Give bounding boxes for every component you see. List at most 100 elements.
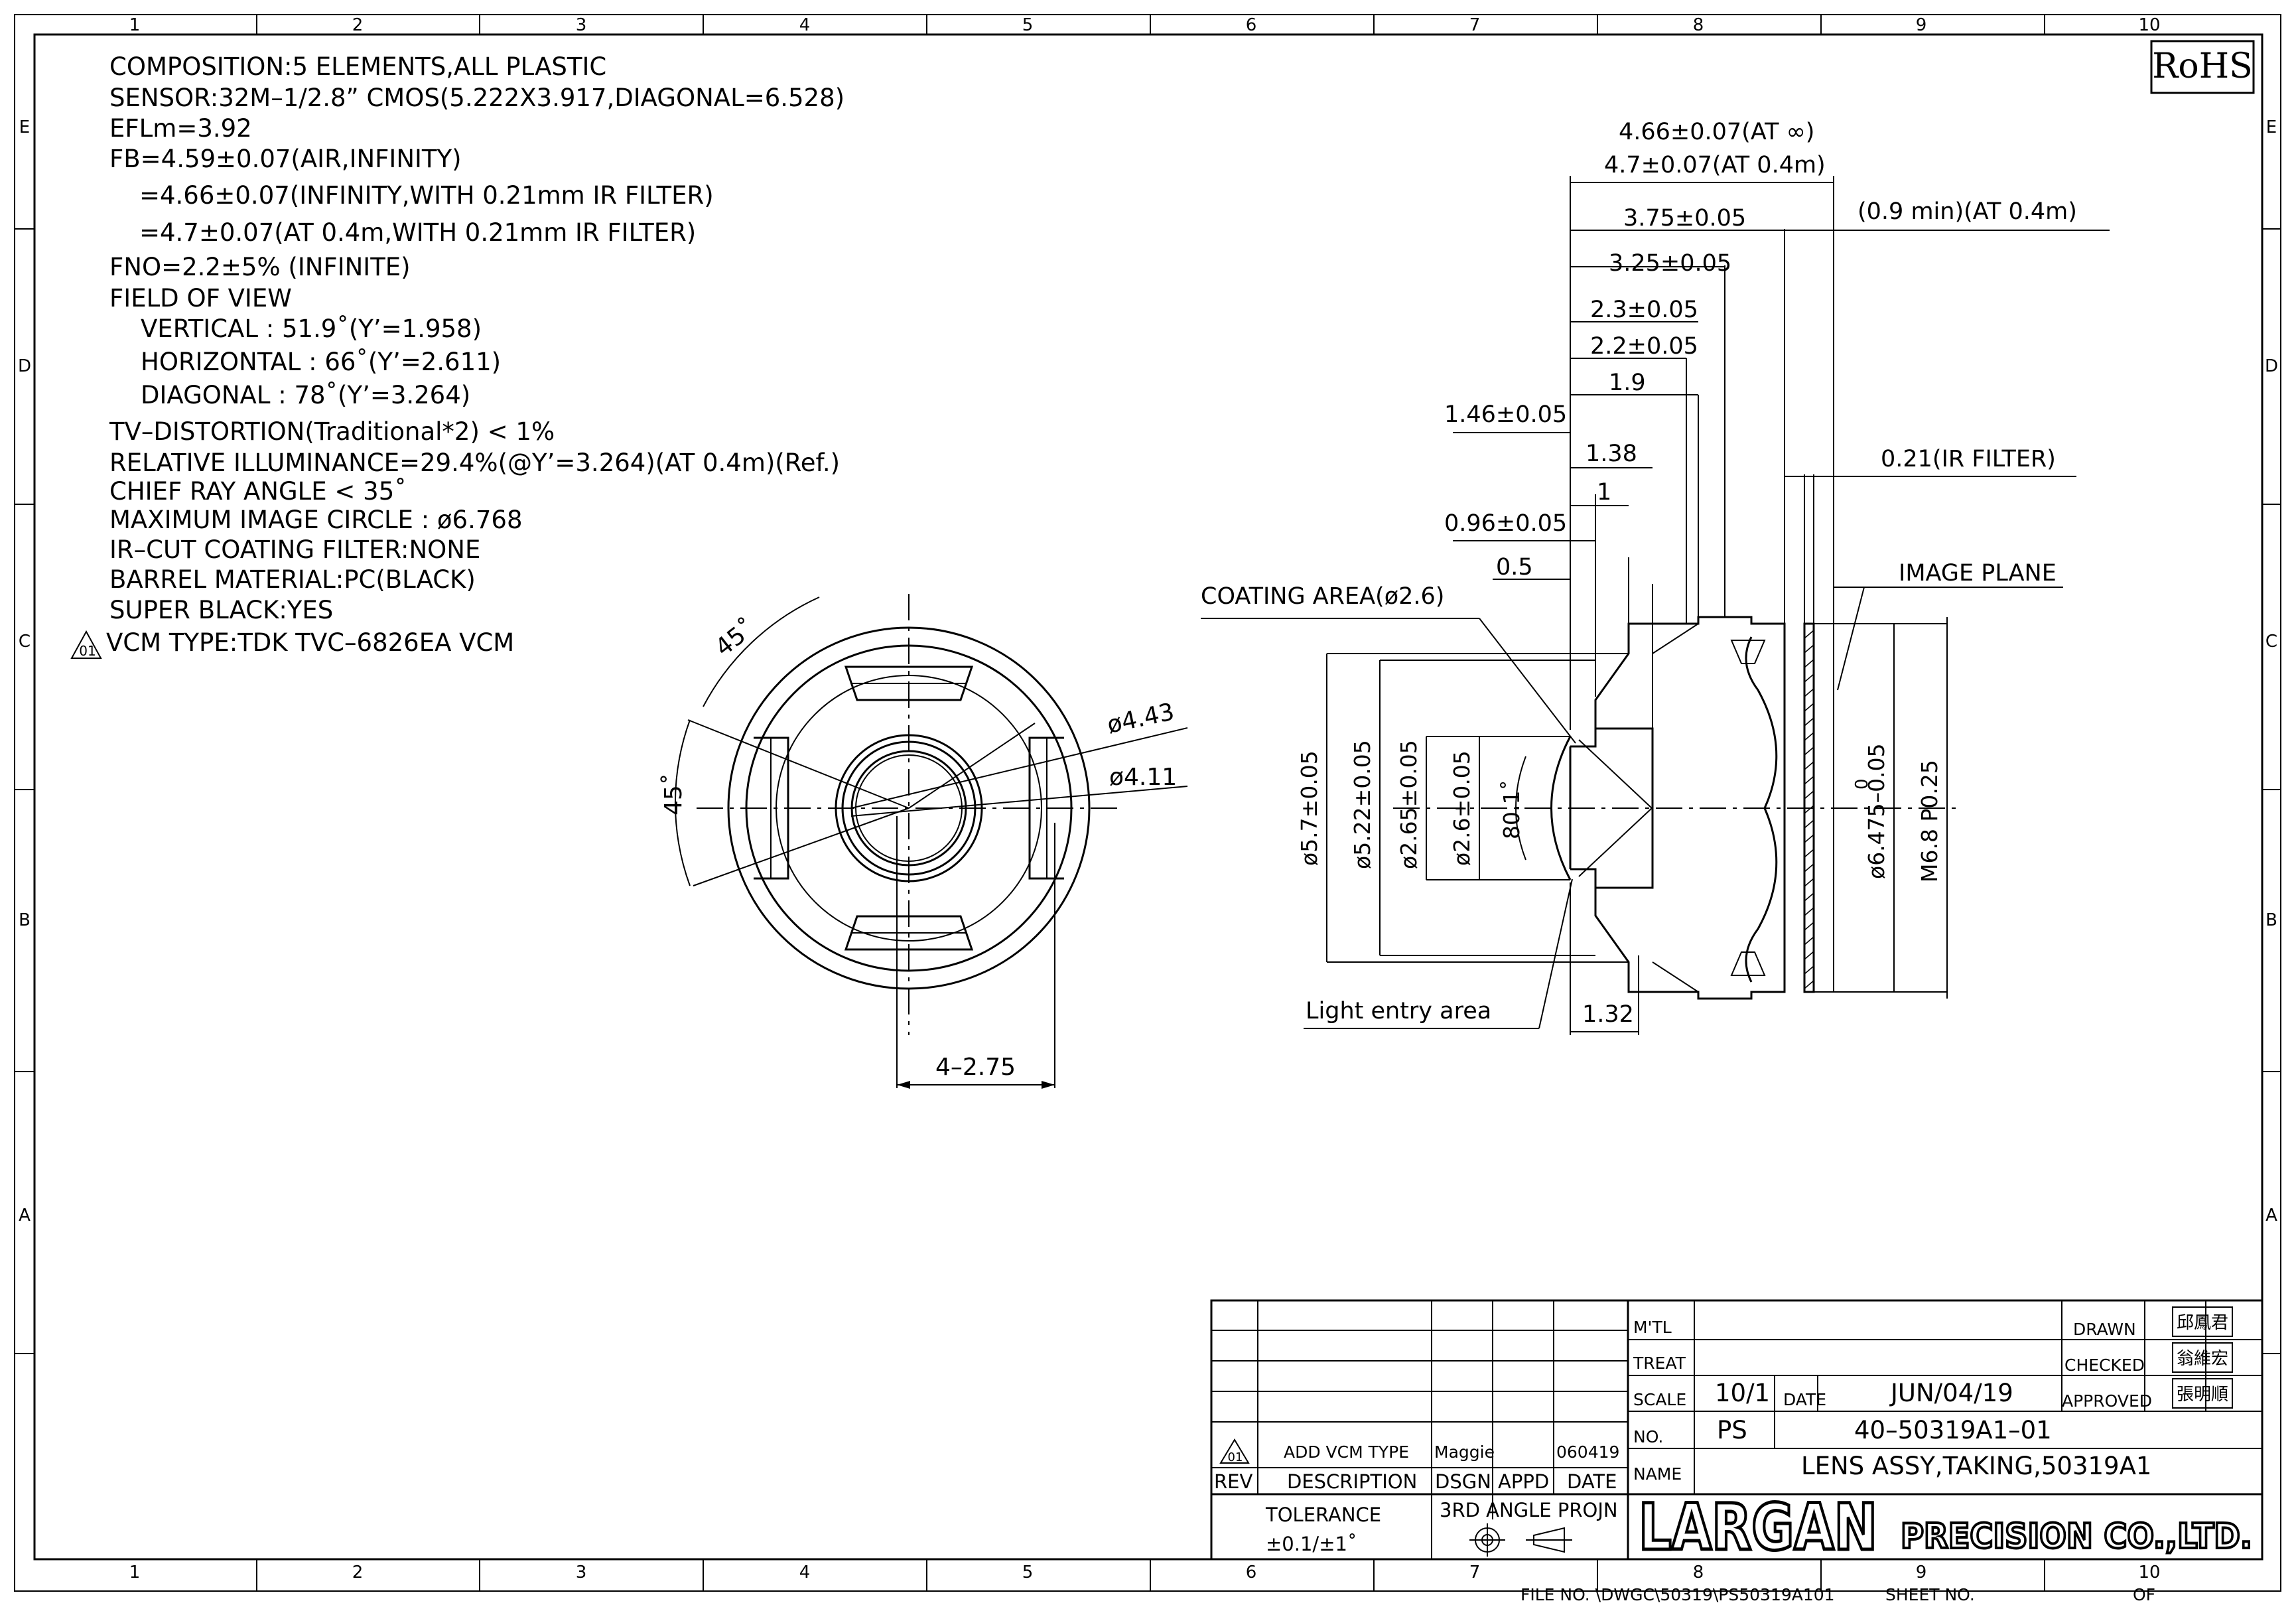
approved-label: APPROVED	[2062, 1391, 2152, 1411]
col-label-bottom-3: 3	[576, 1563, 587, 1582]
dim-dia-26: ø2.6±0.05	[1449, 750, 1475, 866]
ir-filter-hatch	[1804, 761, 1814, 770]
row-label-left-C: C	[19, 632, 31, 652]
revision-row-triangle-icon	[1219, 1438, 1250, 1464]
dim-146: 1.46±0.05	[1444, 401, 1567, 428]
ir-filter-hatch	[1804, 659, 1814, 668]
ir-filter-hatch	[1804, 936, 1814, 945]
name-label: NAME	[1633, 1464, 1682, 1484]
info-labels: M'TL TREAT SCALE NO. NAME DATE DRAWN CHE…	[1633, 1318, 2152, 1484]
dim-total-04m: 4.7±0.07(AT 0.4m)	[1604, 152, 1826, 178]
spec-sensor: SENSOR:32M–1/2.8” CMOS(5.222X3.917,DIAGO…	[109, 84, 844, 112]
drawn-label: DRAWN	[2073, 1320, 2136, 1339]
mtl-label: M'TL	[1633, 1318, 1672, 1337]
dim-09min: (0.9 min)(AT 0.4m)	[1857, 198, 2077, 225]
col-label-bottom-9: 9	[1916, 1563, 1927, 1582]
ir-filter-hatch	[1804, 849, 1814, 858]
col-label-bottom-6: 6	[1246, 1563, 1257, 1582]
col-label-bottom-2: 2	[352, 1563, 364, 1582]
col-label-top-7: 7	[1469, 15, 1481, 35]
spec-fb-ir-04m: =4.7±0.07(AT 0.4m,WITH 0.21mm IR FILTER)	[139, 218, 696, 247]
spec-ir-coating: IR–CUT COATING FILTER:NONE	[109, 535, 480, 564]
ir-filter-hatch	[1804, 630, 1814, 639]
dim-23: 2.3±0.05	[1590, 297, 1698, 323]
col-label-top-3: 3	[576, 15, 587, 35]
front-width: 4–2.75	[935, 1054, 1016, 1081]
ir-filter-hatch	[1804, 717, 1814, 727]
row-label-left-A: A	[19, 1206, 31, 1225]
tolerance-value: ±0.1/±1˚	[1266, 1533, 1357, 1555]
row-label-left-B: B	[19, 910, 31, 930]
ir-filter-hatch	[1804, 863, 1814, 873]
rev-header-description: DESCRIPTION	[1287, 1470, 1417, 1493]
spec-super-black: SUPER BLACK:YES	[109, 596, 333, 624]
dim-dia-522: ø5.22±0.05	[1349, 740, 1375, 869]
company-logo-wordmark: LARGAN	[1639, 1490, 1877, 1565]
revision-triangle-icon: 01	[70, 630, 102, 659]
spec-fb: FB=4.59±0.07(AIR,INFINITY)	[109, 145, 462, 173]
rev-header-dsgn: DSGN	[1435, 1470, 1491, 1493]
border-frame	[14, 14, 2281, 1592]
ir-filter-hatch	[1804, 776, 1814, 785]
row-label-left-E: E	[19, 117, 30, 137]
ir-filter-hatch	[1804, 965, 1814, 975]
spec-image-circle: MAXIMUM IMAGE CIRCLE : ø6.768	[109, 506, 522, 534]
ir-filter-hatch	[1804, 834, 1814, 843]
dim-138: 1.38	[1586, 441, 1637, 467]
dim-375: 3.75±0.05	[1623, 205, 1746, 232]
spec-cra: CHIEF RAY ANGLE < 35˚	[109, 477, 407, 506]
name-value: LENS ASSY,TAKING,50319A1	[1801, 1452, 2151, 1480]
ir-filter-hatch	[1804, 746, 1814, 756]
revision-headers: REV DESCRIPTION DSGN APPD DATE	[1214, 1470, 1617, 1493]
tolerance-label: TOLERANCE	[1265, 1503, 1381, 1526]
ir-filter-hatch	[1804, 951, 1814, 960]
approved-by: 張明順	[2177, 1385, 2228, 1405]
spec-composition: COMPOSITION:5 ELEMENTS,ALL PLASTIC	[109, 52, 606, 81]
grid-row-labels: E D C B A E D C B A	[18, 117, 2278, 1225]
no-prefix: PS	[1717, 1416, 1747, 1444]
row-label-right-C: C	[2265, 632, 2277, 652]
spec-illuminance: RELATIVE ILLUMINANCE=29.4%(@Y’=3.264)(AT…	[109, 449, 840, 477]
row-label-right-A: A	[2265, 1206, 2277, 1225]
col-label-bottom-8: 8	[1693, 1563, 1704, 1582]
label-light-entry: Light entry area	[1306, 998, 1491, 1024]
spec-efl: EFLm=3.92	[109, 114, 252, 143]
ir-filter-hatch	[1804, 907, 1814, 916]
ir-filter-hatch	[1804, 805, 1814, 814]
rev-header-date: DATE	[1567, 1470, 1617, 1493]
dim-19: 1.9	[1609, 370, 1646, 396]
spec-barrel: BARREL MATERIAL:PC(BLACK)	[109, 565, 476, 594]
side-view: 4.66±0.07(AT ∞) 4.7±0.07(AT 0.4m) 3.75±0…	[1201, 119, 2110, 1035]
spec-fb-ir-infinity: =4.66±0.07(INFINITY,WITH 0.21mm IR FILTE…	[139, 181, 714, 210]
dim-22: 2.2±0.05	[1590, 333, 1698, 360]
dim-dia-6475: ø6.475–0.05	[1863, 743, 1889, 879]
ir-filter-hatch	[1804, 922, 1814, 931]
spec-fov-horizontal: HORIZONTAL : 66˚(Y’=2.611)	[141, 348, 501, 376]
ir-filter-hatch	[1804, 980, 1814, 989]
ir-filter-hatch	[1804, 644, 1814, 654]
spec-fno: FNO=2.2±5% (INFINITE)	[109, 253, 411, 281]
col-label-top-5: 5	[1022, 15, 1034, 35]
file-no: FILE NO. \DWGC\50319\PS50319A101	[1520, 1585, 1835, 1604]
scale-label: SCALE	[1633, 1390, 1686, 1409]
ir-filter-hatch	[1804, 673, 1814, 683]
no-label: NO.	[1633, 1427, 1663, 1446]
spec-rev-marker: 01	[79, 643, 96, 659]
rev-header-rev: REV	[1214, 1470, 1252, 1493]
revision-row: 01 ADD VCM TYPE Maggie 060419	[1219, 1438, 1619, 1464]
label-coating-area: COATING AREA(ø2.6)	[1201, 583, 1444, 610]
col-label-top-9: 9	[1916, 15, 1927, 35]
scale-value: 10/1	[1715, 1379, 1770, 1407]
projection-label: 3RD ANGLE PROJN	[1440, 1499, 1618, 1521]
rev-row-dsgn: Maggie	[1434, 1442, 1495, 1462]
treat-label: TREAT	[1633, 1354, 1686, 1373]
dim-dia-6475-upper-tol: 0	[1852, 778, 1872, 790]
spec-fov-title: FIELD OF VIEW	[109, 284, 292, 313]
col-label-top-8: 8	[1693, 15, 1704, 35]
col-label-bottom-1: 1	[129, 1563, 141, 1582]
row-label-right-B: B	[2265, 910, 2277, 930]
ir-filter-hatch	[1804, 732, 1814, 741]
dim-096: 0.96±0.05	[1444, 510, 1567, 537]
footer: FILE NO. \DWGC\50319\PS50319A101 SHEET N…	[1520, 1585, 2155, 1604]
grid-column-labels: 1 2 3 4 5 6 7 8 9 10 1 2 3 4 5 6 7 8 9 1…	[129, 15, 2161, 1582]
